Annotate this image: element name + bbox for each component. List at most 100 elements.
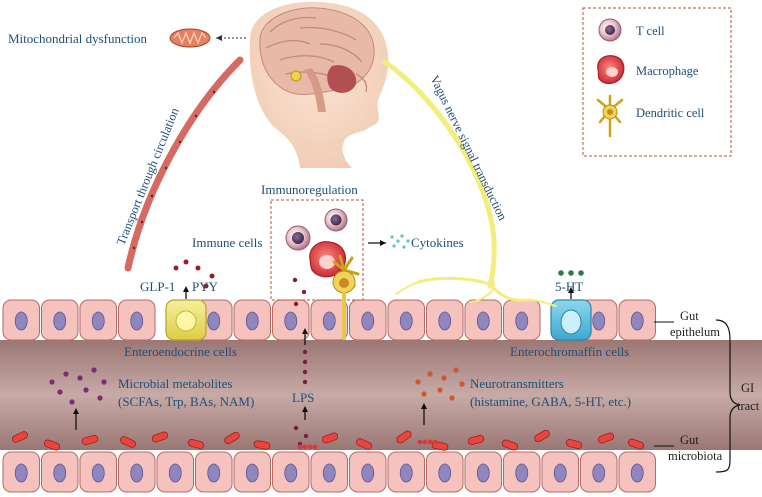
cell-nucleus <box>592 463 606 483</box>
bacterium <box>396 430 412 444</box>
cell-nucleus <box>592 311 606 331</box>
cell-nucleus <box>14 311 28 331</box>
microbial-metabolite-dots <box>49 367 107 405</box>
hormone-dots <box>173 259 215 289</box>
bacterium <box>12 431 28 443</box>
bacterium-chain <box>422 439 428 445</box>
gut-epithelium-bottom <box>2 451 656 493</box>
mitochondrial-dysfunction-label: Mitochondrial dysfunction <box>8 31 148 46</box>
bacterium <box>81 434 99 446</box>
pyy-label: PYY <box>192 279 219 294</box>
bacterium-chain <box>297 444 303 450</box>
cell-nucleus <box>207 463 221 483</box>
legend-label: Macrophage <box>636 64 699 78</box>
cell-nucleus <box>284 463 298 483</box>
vagus-label: Vagus nerve signal transduction <box>427 73 510 223</box>
immunoregulation-label: Immunoregulation <box>261 182 358 197</box>
lps-label: LPS <box>292 390 314 405</box>
cell-nucleus <box>130 311 144 331</box>
enteroendocrine-cell <box>165 299 207 341</box>
gi-tract-bracket <box>715 319 741 473</box>
enteroendocrine-label: Enteroendocrine cells <box>124 344 237 359</box>
cell-nucleus <box>399 311 413 331</box>
bacterium <box>187 438 205 450</box>
bacterium <box>565 438 583 450</box>
legend-label: T cell <box>636 24 665 38</box>
glp1-label: GLP-1 <box>140 279 175 294</box>
enterochromaffin-label: Enterochromaffin cells <box>510 344 629 359</box>
enterochromaffin-cell <box>550 299 592 341</box>
cell-nucleus <box>476 311 490 331</box>
neurotransmitters-label: Neurotransmitters <box>470 376 564 391</box>
bacterium-chain <box>432 439 438 445</box>
bacterium <box>151 431 169 443</box>
cell-nucleus <box>476 463 490 483</box>
bacterium-chain <box>302 444 308 450</box>
mitochondrion-icon <box>169 28 211 48</box>
lps-particles <box>292 277 309 447</box>
cell-nucleus <box>14 463 28 483</box>
legend-t-cell-icon <box>598 18 622 42</box>
t-cell <box>285 225 311 251</box>
cell-nucleus <box>515 463 529 483</box>
serotonin-dots <box>558 270 584 276</box>
cell-nucleus <box>322 311 336 331</box>
cytokine-dots <box>390 234 410 249</box>
bacterium <box>467 434 485 446</box>
cell-nucleus <box>438 311 452 331</box>
bacterium <box>224 431 240 445</box>
gut-microbiota-label: Gut <box>680 433 699 447</box>
cell-nucleus <box>245 311 259 331</box>
cell-nucleus <box>553 463 567 483</box>
bacterium <box>597 432 615 444</box>
cell-nucleus <box>630 311 644 331</box>
cell-nucleus <box>207 311 221 331</box>
bacterium <box>627 438 645 450</box>
gut-lumen <box>0 340 762 450</box>
cell-nucleus <box>245 463 259 483</box>
bacterium-chain <box>312 444 318 450</box>
cell-nucleus <box>438 463 452 483</box>
cell-nucleus <box>91 463 105 483</box>
vagus-nerve <box>382 59 557 307</box>
cell-nucleus <box>53 463 67 483</box>
gut-microbiota-label: microbiota <box>668 449 723 463</box>
gut-microbiota <box>12 429 645 451</box>
transport-label: Transport through circulation <box>114 105 182 247</box>
microbial-metabolites-list: (SCFAs, Trp, BAs, NAM) <box>118 394 254 409</box>
immunoregulation-box <box>270 199 364 301</box>
bacterium-chain <box>307 444 313 450</box>
bacterium <box>534 429 550 443</box>
head-with-brain <box>249 1 389 169</box>
microbial-metabolites-label: Microbial metabolites <box>118 376 232 391</box>
bacterium-chain <box>427 439 433 445</box>
dendritic-cell <box>332 254 360 340</box>
serotonin-label: 5-HT <box>555 279 583 294</box>
circulation-dots <box>132 90 216 250</box>
legend-label: Dendritic cell <box>636 106 705 120</box>
gut-epithelium-label: Gut <box>680 309 699 323</box>
bacterium-chain <box>417 439 423 445</box>
neurotransmitter-dots <box>415 367 465 401</box>
bacterium <box>43 439 61 451</box>
cytokines-label: Cytokines <box>411 235 464 250</box>
gi-tract-label: GI <box>741 381 754 395</box>
gut-epithelium-label: epithelum <box>670 325 720 339</box>
bacterium <box>120 436 136 448</box>
cell-nucleus <box>91 311 105 331</box>
cell-nucleus <box>53 311 67 331</box>
cell-nucleus <box>630 463 644 483</box>
cell-nucleus <box>322 463 336 483</box>
cell-nucleus <box>284 311 298 331</box>
legend-dendritic-cell-icon <box>596 94 624 138</box>
cell-nucleus <box>361 463 375 483</box>
cell-nucleus <box>399 463 413 483</box>
neurotransmitters-list: (histamine, GABA, 5-HT, etc.) <box>470 394 631 409</box>
gi-tract-label: tract <box>737 399 760 413</box>
bacterium <box>321 432 339 444</box>
bacterium <box>356 438 372 450</box>
t-cell <box>324 208 348 232</box>
bacterium <box>253 440 271 450</box>
circulation-vessel <box>124 56 244 272</box>
